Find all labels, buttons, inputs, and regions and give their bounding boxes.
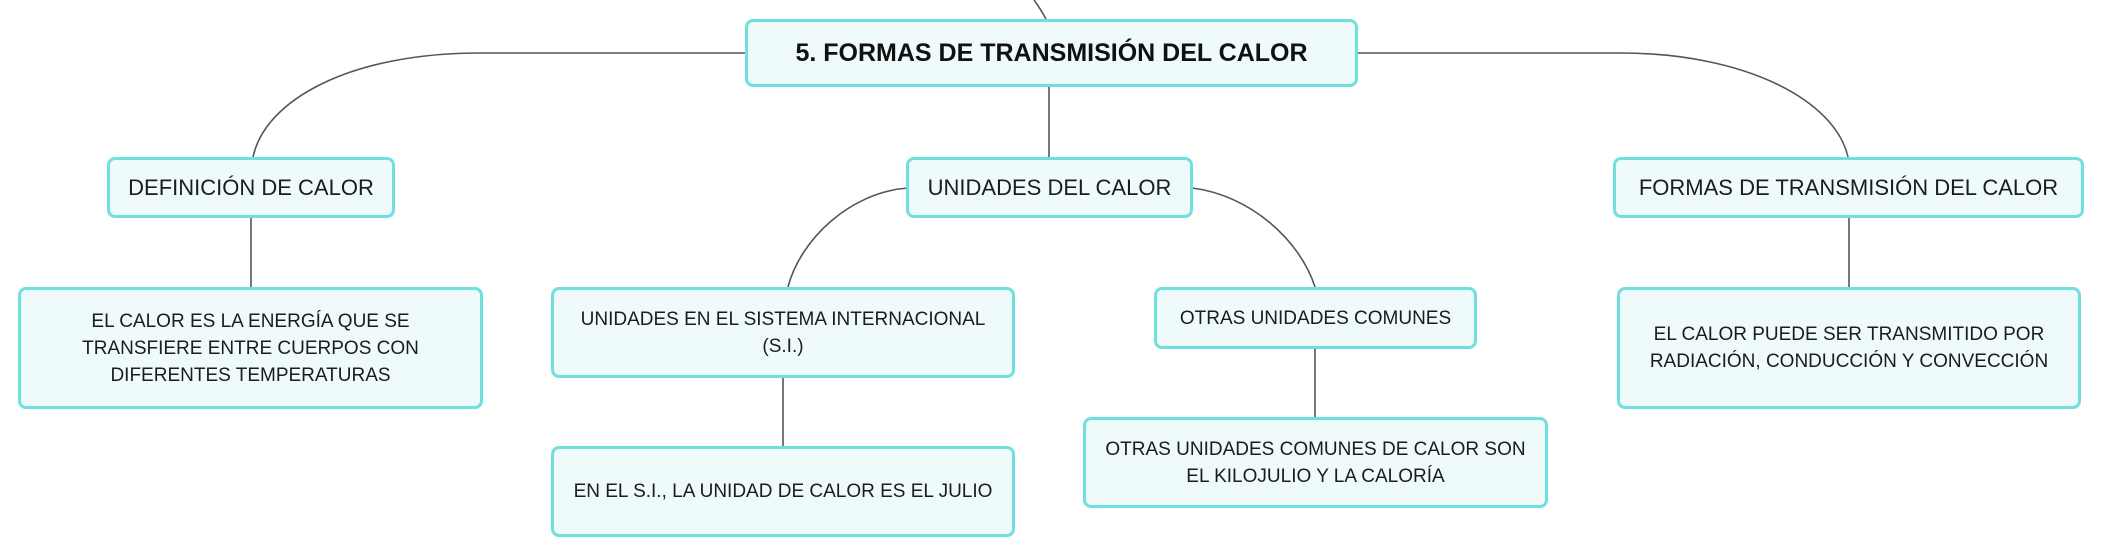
subtopic-unidades-si-label: UNIDADES EN EL SISTEMA INTERNACIONAL (S.… (580, 308, 986, 357)
topic-unidades-label: UNIDADES DEL CALOR (927, 174, 1172, 200)
root-node-label: 5. FORMAS DE TRANSMISIÓN DEL CALOR (795, 38, 1308, 67)
detail-definicion-text: EL CALOR ES LA ENERGÍA QUE SE TRANSFIERE… (82, 310, 419, 386)
topic-definicion-de-calor[interactable]: DEFINICIÓN DE CALOR (107, 157, 395, 218)
subtopic-otras-unidades-label: OTRAS UNIDADES COMUNES (1179, 307, 1452, 329)
root-node[interactable]: 5. FORMAS DE TRANSMISIÓN DEL CALOR (745, 19, 1358, 87)
detail-unidad-si-julio[interactable]: EN EL S.I., LA UNIDAD DE CALOR ES EL JUL… (551, 446, 1015, 537)
detail-definicion[interactable]: EL CALOR ES LA ENERGÍA QUE SE TRANSFIERE… (18, 287, 483, 409)
topic-definicion-label: DEFINICIÓN DE CALOR (128, 174, 374, 200)
topic-formas-label: FORMAS DE TRANSMISIÓN DEL CALOR (1638, 174, 2059, 200)
subtopic-otras-unidades[interactable]: OTRAS UNIDADES COMUNES (1154, 287, 1477, 349)
connector-root-definicion (252, 52, 745, 158)
connector-unidades-si (787, 187, 909, 288)
topic-formas-de-transmision[interactable]: FORMAS DE TRANSMISIÓN DEL CALOR (1613, 157, 2084, 218)
connector-root-parent (1033, 0, 1047, 20)
detail-formas-transmision-text: EL CALOR PUEDE SER TRANSMITIDO POR RADIA… (1649, 324, 2049, 372)
detail-otras-unidades[interactable]: OTRAS UNIDADES COMUNES DE CALOR SON EL K… (1083, 417, 1548, 508)
topic-unidades-del-calor[interactable]: UNIDADES DEL CALOR (906, 157, 1193, 218)
detail-otras-unidades-text: OTRAS UNIDADES COMUNES DE CALOR SON EL K… (1105, 438, 1526, 487)
subtopic-unidades-si[interactable]: UNIDADES EN EL SISTEMA INTERNACIONAL (S.… (551, 287, 1015, 378)
connector-root-formas (1358, 52, 1849, 158)
connector-unidades-otras (1191, 187, 1316, 288)
detail-formas-transmision[interactable]: EL CALOR PUEDE SER TRANSMITIDO POR RADIA… (1617, 287, 2081, 409)
detail-unidad-si-julio-text: EN EL S.I., LA UNIDAD DE CALOR ES EL JUL… (573, 481, 993, 502)
